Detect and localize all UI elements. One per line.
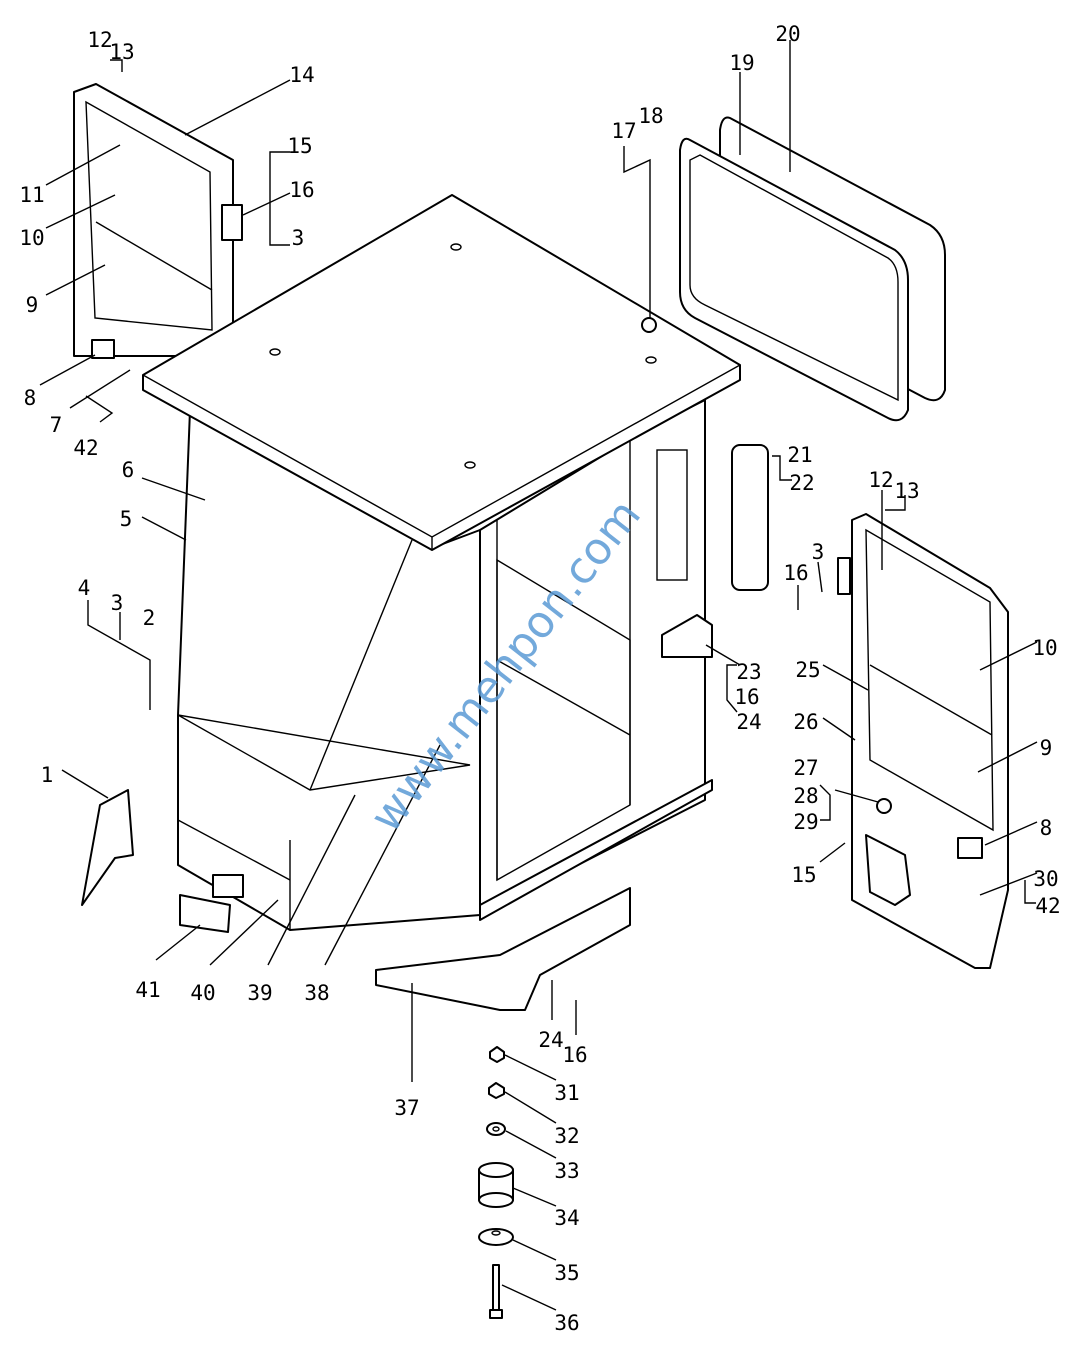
part-label-23: 23 xyxy=(736,660,761,684)
part-label-42: 42 xyxy=(73,436,98,460)
part-label-28: 28 xyxy=(793,784,818,808)
side-glass xyxy=(731,444,769,591)
part-label-7: 7 xyxy=(50,413,63,437)
part-label-16: 16 xyxy=(783,561,808,585)
part-label-29: 29 xyxy=(793,810,818,834)
mount-stack xyxy=(478,1046,514,1319)
part-label-5: 5 xyxy=(120,507,133,531)
part-label-8: 8 xyxy=(24,386,37,410)
part-label-3: 3 xyxy=(812,540,825,564)
part-label-10: 10 xyxy=(19,226,44,250)
handle-41 xyxy=(179,894,231,933)
roof xyxy=(142,194,741,551)
part-label-8: 8 xyxy=(1040,816,1053,840)
bracket-37 xyxy=(375,887,631,1011)
part-label-36: 36 xyxy=(554,1311,579,1335)
part-label-9: 9 xyxy=(1040,736,1053,760)
part-label-10: 10 xyxy=(1032,636,1057,660)
part-label-42: 42 xyxy=(1035,894,1060,918)
part-label-39: 39 xyxy=(247,981,272,1005)
part-label-16: 16 xyxy=(562,1043,587,1067)
part-label-26: 26 xyxy=(793,710,818,734)
part-label-33: 33 xyxy=(554,1159,579,1183)
part-label-1: 1 xyxy=(41,763,54,787)
part-label-27: 27 xyxy=(793,756,818,780)
part-label-9: 9 xyxy=(26,293,39,317)
part-label-19: 19 xyxy=(729,51,754,75)
part-label-16: 16 xyxy=(734,685,759,709)
part-label-12: 12 xyxy=(87,28,112,52)
part-label-15: 15 xyxy=(791,863,816,887)
bracket-23 xyxy=(661,614,713,658)
right-door xyxy=(837,513,1009,969)
part-label-6: 6 xyxy=(122,458,135,482)
leader-lines xyxy=(39,40,1038,1311)
left-door xyxy=(73,83,243,359)
part-label-15: 15 xyxy=(287,134,312,158)
part-label-24: 24 xyxy=(736,710,761,734)
part-label-20: 20 xyxy=(775,22,800,46)
part-label-18: 18 xyxy=(638,104,663,128)
part-label-22: 22 xyxy=(789,471,814,495)
part-label-3: 3 xyxy=(111,591,124,615)
part-label-35: 35 xyxy=(554,1261,579,1285)
part-label-17: 17 xyxy=(611,119,636,143)
part-label-11: 11 xyxy=(19,183,44,207)
part-label-30: 30 xyxy=(1033,867,1058,891)
part-label-41: 41 xyxy=(135,978,160,1002)
part-label-38: 38 xyxy=(304,981,329,1005)
part-label-14: 14 xyxy=(289,63,314,87)
part-label-13: 13 xyxy=(109,40,134,64)
part-label-31: 31 xyxy=(554,1081,579,1105)
part-label-21: 21 xyxy=(787,443,812,467)
part-label-37: 37 xyxy=(394,1096,419,1120)
bracket-1 xyxy=(81,789,134,906)
part-label-24: 24 xyxy=(538,1028,563,1052)
part-label-3: 3 xyxy=(292,226,305,250)
cab-body xyxy=(177,399,713,931)
part-label-4: 4 xyxy=(78,576,91,600)
part-label-34: 34 xyxy=(554,1206,579,1230)
part-label-32: 32 xyxy=(554,1124,579,1148)
part-label-16: 16 xyxy=(289,178,314,202)
part-label-40: 40 xyxy=(190,981,215,1005)
part-label-2: 2 xyxy=(143,606,156,630)
part-label-25: 25 xyxy=(795,658,820,682)
part-label-13: 13 xyxy=(894,479,919,503)
rear-window xyxy=(679,116,946,422)
part-label-12: 12 xyxy=(868,468,893,492)
